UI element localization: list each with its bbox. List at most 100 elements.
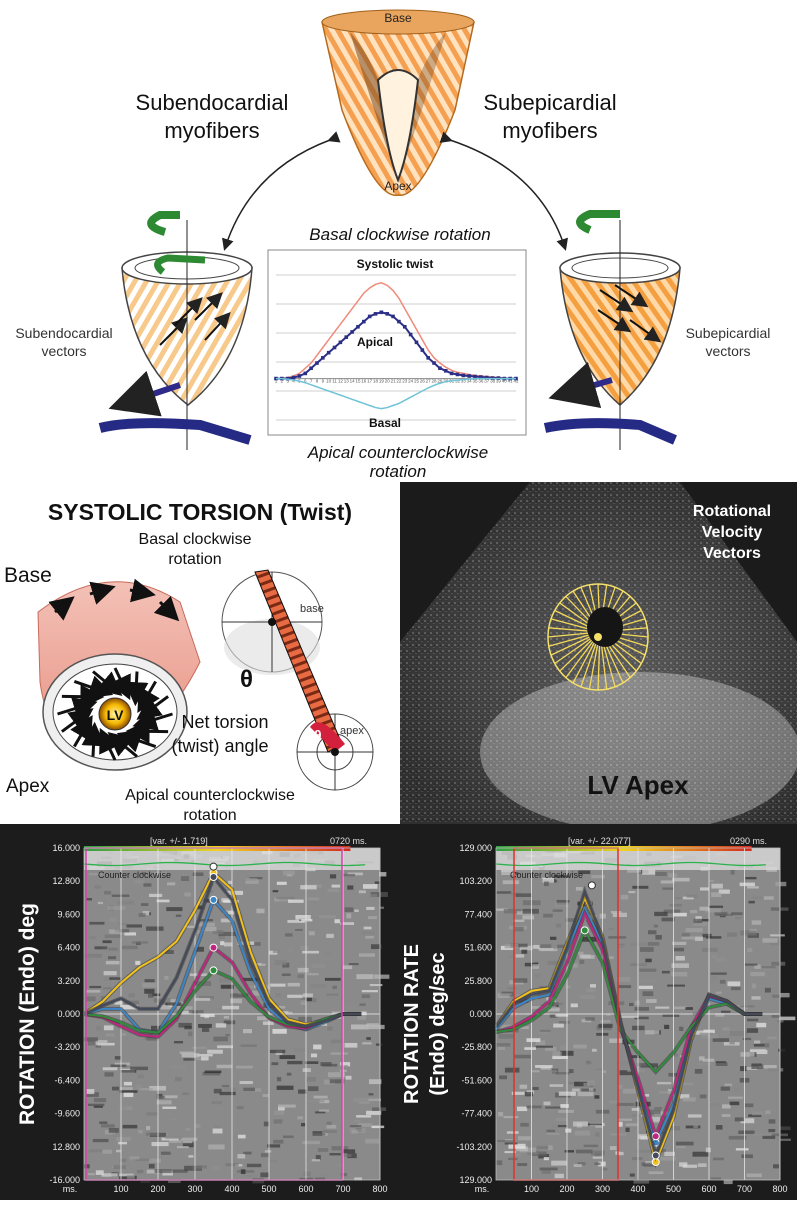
series-peak-marker [210, 874, 217, 881]
plot-speckle [747, 1019, 758, 1022]
plot-speckle [330, 1153, 341, 1155]
torsion-base-label: Base [4, 564, 52, 587]
plot-speckle [112, 1087, 119, 1091]
plot-speckle [740, 883, 755, 887]
plot-speckle [271, 1062, 278, 1065]
plot-speckle [729, 1042, 734, 1045]
plot-speckle [115, 1056, 121, 1059]
plot-speckle [672, 942, 686, 945]
plot-speckle [772, 995, 779, 998]
plot-speckle [747, 886, 759, 888]
subepi-fibers-label-1: Subepicardial [483, 90, 616, 115]
plot-speckle [86, 1089, 94, 1094]
plot-speckle [171, 1065, 186, 1069]
rotation-y-label: ROTATION (Endo) deg [16, 903, 39, 1125]
plot-speckle [754, 1040, 760, 1043]
twist-apical-point [374, 312, 378, 316]
plot-speckle [165, 1095, 178, 1098]
plot-speckle [536, 1046, 553, 1048]
plot-speckle [222, 1006, 239, 1010]
plot-speckle [546, 1130, 555, 1132]
twist-apical-point [380, 310, 384, 314]
plot-speckle [347, 885, 353, 889]
twist-x-tick: 10 [326, 379, 332, 384]
plot-speckle [124, 932, 136, 935]
plot-speckle [127, 924, 142, 927]
plot-speckle [626, 1123, 638, 1126]
plot-speckle [376, 1044, 382, 1046]
plot-speckle [700, 1095, 707, 1099]
plot-speckle [540, 1030, 551, 1032]
plot-speckle [586, 1062, 592, 1064]
plot-speckle [280, 1055, 296, 1059]
plot-speckle [119, 923, 127, 925]
plot-speckle [524, 1047, 536, 1050]
peak-marker-white [588, 882, 595, 889]
plot-x-tick: 300 [187, 1184, 202, 1194]
plot-speckle [175, 1077, 182, 1081]
echo-image: Rotational Velocity Vectors LV Apex [400, 482, 797, 824]
plot-speckle [679, 1162, 687, 1166]
plot-speckle [745, 964, 757, 966]
plot-speckle [498, 1112, 503, 1116]
plot-speckle [508, 1158, 518, 1160]
plot-speckle [708, 1081, 714, 1084]
top-panel: Base Apex Subendocardial myofibers Subep… [0, 0, 797, 482]
plot-speckle [365, 936, 374, 939]
plot-y-tick: 12.800 [52, 1142, 80, 1152]
plot-x-tick: 200 [150, 1184, 165, 1194]
plot-speckle [771, 962, 785, 966]
plot-speckle [584, 1145, 598, 1147]
plot-speckle [265, 1150, 271, 1152]
plot-x-tick: ms. [63, 1184, 78, 1194]
plot-speckle [750, 972, 765, 976]
plot-speckle [738, 1131, 754, 1134]
plot-speckle [311, 984, 327, 988]
plot-speckle [117, 901, 134, 905]
plot-speckle [552, 1056, 568, 1059]
plot-speckle [319, 1109, 329, 1111]
plot-speckle [356, 1115, 371, 1117]
plot-speckle [212, 1101, 222, 1104]
plot-x-tick: 600 [298, 1184, 313, 1194]
plot-speckle [617, 1103, 635, 1106]
plot-speckle [149, 1164, 155, 1168]
plot-speckle [145, 979, 155, 982]
plot-time: 0290 ms. [730, 836, 767, 846]
plot-speckle [338, 1120, 349, 1123]
plot-speckle [134, 880, 145, 883]
basal-rot-label-2: rotation [168, 551, 221, 568]
series-peak-marker [210, 967, 217, 974]
plot-speckle [763, 1136, 776, 1139]
plot-speckle [716, 992, 722, 994]
plot-speckle [505, 1142, 518, 1144]
plot-speckle [703, 1059, 715, 1062]
plot-speckle [349, 963, 359, 965]
plot-speckle [686, 1126, 701, 1129]
twist-x-tick: 24 [408, 379, 414, 384]
plot-speckle [576, 887, 583, 891]
plot-speckle [513, 978, 527, 983]
plot-speckle [102, 1150, 112, 1154]
plot-y-tick: -103.200 [456, 1142, 492, 1152]
plot-speckle [663, 1014, 680, 1016]
plot-speckle [630, 1174, 635, 1177]
plot-speckle [687, 895, 698, 898]
plot-speckle [295, 929, 303, 931]
plot-speckle [635, 1007, 649, 1011]
plot-speckle [721, 1011, 730, 1013]
plot-speckle [224, 942, 233, 946]
plot-speckle [302, 951, 319, 954]
twist-x-tick: 28 [432, 379, 438, 384]
plot-speckle [101, 1124, 115, 1127]
heart-apex-label: Apex [384, 179, 411, 193]
subepi-cone [545, 214, 680, 450]
plot-speckle [589, 1088, 593, 1091]
plot-speckle [706, 936, 721, 939]
plot-speckle [682, 936, 695, 939]
plot-speckle [572, 1089, 580, 1092]
plot-speckle [764, 896, 774, 899]
torsion-diagram: SYSTOLIC TORSION (Twist) Base LV Apex Ba… [0, 482, 400, 824]
twist-x-tick: 21 [391, 379, 397, 384]
plot-x-tick: 600 [701, 1184, 716, 1194]
